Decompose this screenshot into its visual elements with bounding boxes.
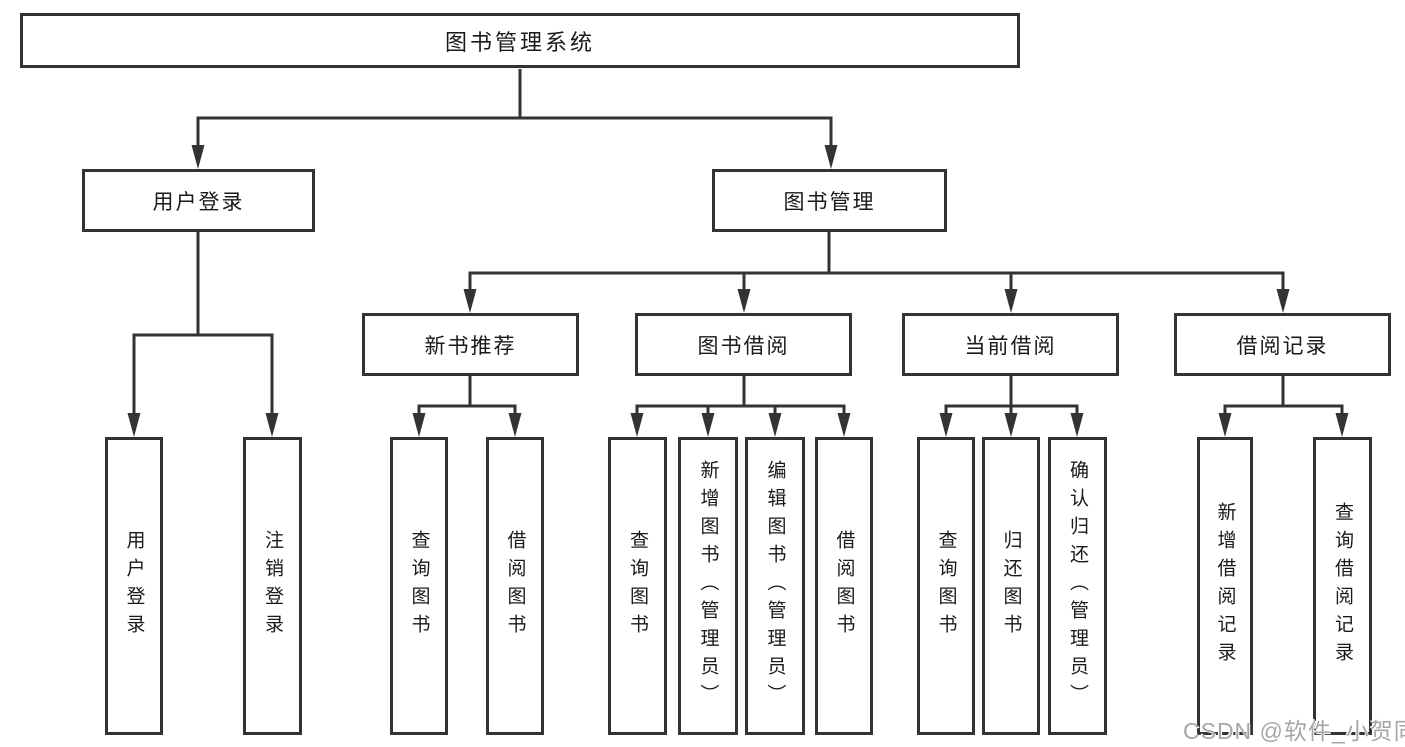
node-borrowing-records: 借阅记录: [1174, 313, 1391, 376]
node-label: 归还图书: [1000, 530, 1022, 642]
node-label: 借阅图书: [833, 530, 855, 642]
csdn-watermark: CSDN @软件_小贺同学: [1183, 718, 1405, 744]
leaf-borrow-books-1: 借阅图书: [486, 437, 544, 735]
node-label: 注销登录: [262, 530, 283, 642]
node-label: 查询图书: [935, 530, 957, 642]
node-user-login: 用户登录: [82, 169, 315, 232]
node-label: 确认归还（管理员）: [1067, 460, 1088, 712]
node-label: 用户登录: [152, 190, 245, 214]
node-label: 编辑图书（管理员）: [764, 460, 786, 712]
leaf-borrow-books-2: 借阅图书: [815, 437, 873, 735]
node-label: 图书管理系统: [444, 29, 595, 55]
node-label: 借阅图书: [504, 530, 526, 642]
node-label: 新增借阅记录: [1214, 502, 1236, 670]
node-library-management-system: 图书管理系统: [20, 13, 1020, 68]
node-label: 查询图书: [408, 530, 430, 642]
leaf-confirm-return-admin: 确认归还（管理员）: [1048, 437, 1107, 735]
node-label: 图书管理: [783, 190, 876, 214]
leaf-add-books-admin: 新增图书（管理员）: [678, 437, 738, 735]
leaf-edit-books-admin: 编辑图书（管理员）: [745, 437, 805, 735]
node-label: 查询借阅记录: [1332, 502, 1353, 670]
node-new-book-recommendation: 新书推荐: [362, 313, 579, 376]
node-label: 新书推荐: [424, 334, 517, 358]
leaf-query-books-3: 查询图书: [917, 437, 975, 735]
node-label: 当前借阅: [964, 334, 1057, 358]
node-label: 用户登录: [123, 530, 145, 642]
leaf-query-books-2: 查询图书: [608, 437, 667, 735]
node-current-borrowing: 当前借阅: [902, 313, 1119, 376]
leaf-user-login: 用户登录: [105, 437, 163, 735]
node-label: 图书借阅: [697, 334, 790, 358]
leaf-logout: 注销登录: [243, 437, 302, 735]
node-label: 查询图书: [627, 530, 648, 642]
leaf-query-borrow-records: 查询借阅记录: [1313, 437, 1372, 735]
node-book-borrowing: 图书借阅: [635, 313, 852, 376]
leaf-return-books: 归还图书: [982, 437, 1040, 735]
node-label: 借阅记录: [1236, 334, 1329, 358]
node-book-management: 图书管理: [712, 169, 947, 232]
leaf-query-books-1: 查询图书: [390, 437, 448, 735]
node-label: 新增图书（管理员）: [697, 460, 719, 712]
leaf-add-borrow-record: 新增借阅记录: [1197, 437, 1253, 735]
